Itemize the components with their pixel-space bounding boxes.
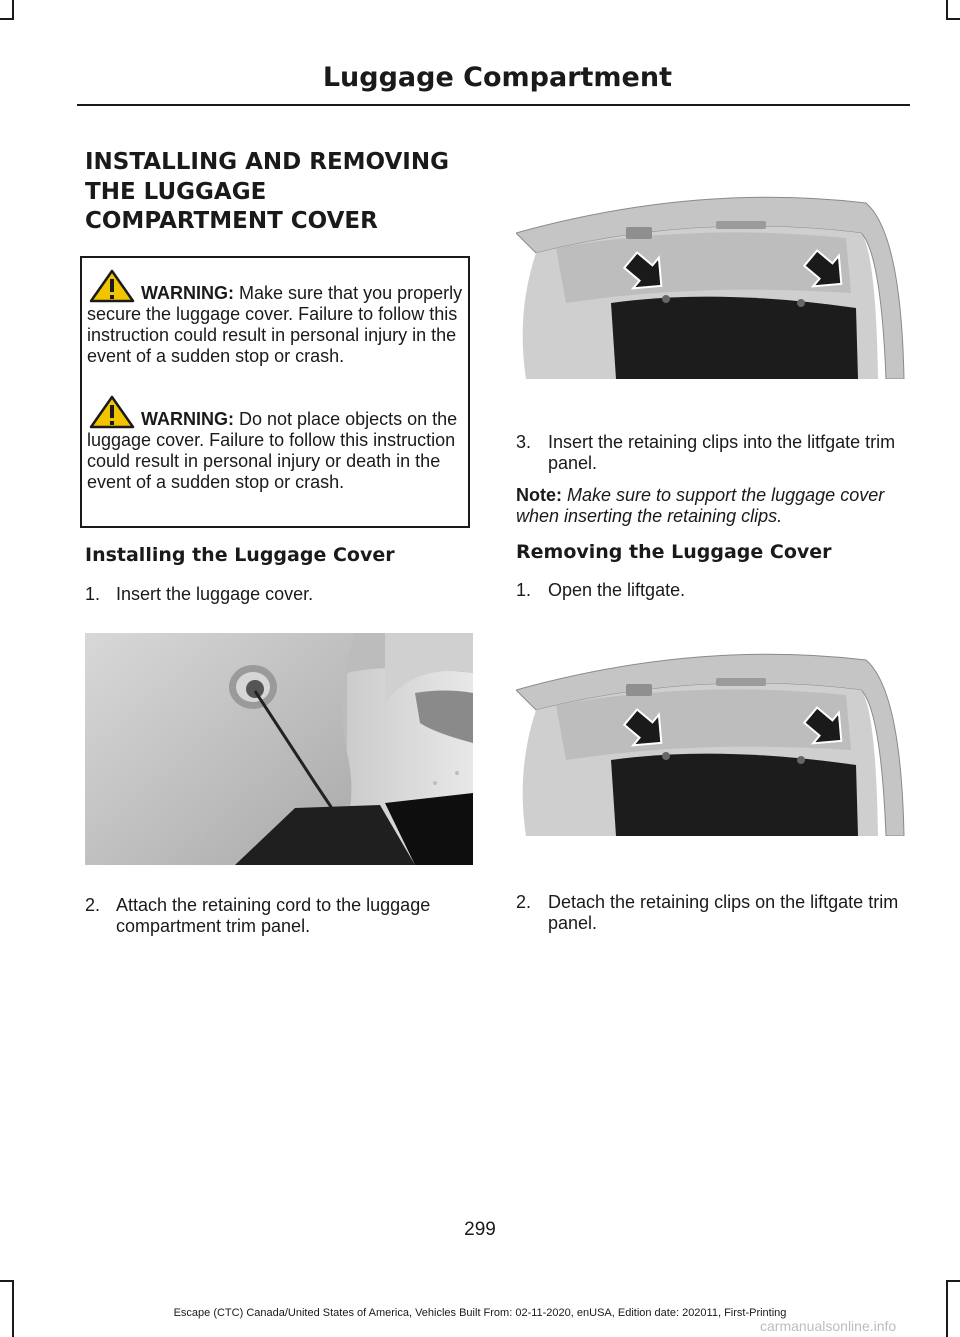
step-text: Attach the retaining cord to the luggage… — [116, 895, 431, 936]
watermark: carmanualsonline.info — [760, 1318, 897, 1334]
page-number: 299 — [464, 1219, 496, 1240]
remove-step-2: 2. Detach the retaining clips on the lif… — [516, 892, 906, 934]
figure-liftgate-insert-clips — [516, 193, 906, 379]
liftgate-illustration — [516, 650, 906, 836]
page-header-title: Luggage Compartment — [322, 62, 672, 93]
figure-retaining-cord — [85, 633, 473, 865]
step-number: 1. — [85, 584, 101, 604]
step-text: Detach the retaining clips on the liftga… — [548, 892, 899, 933]
removing-heading: Removing the Luggage Cover — [516, 541, 832, 563]
install-step-2: 2. Attach the retaining cord to the lugg… — [85, 895, 465, 937]
step-text: Open the liftgate. — [548, 580, 686, 600]
install-step-1: 1. Insert the luggage cover. — [85, 584, 465, 605]
crop-mark — [12, 0, 14, 20]
warning-triangle-icon — [89, 395, 135, 429]
arrow-icon — [802, 249, 843, 288]
warning-label: WARNING: — [141, 283, 234, 303]
note-label: Note: — [516, 485, 562, 505]
crop-mark — [0, 18, 14, 20]
arrow-icon — [802, 706, 843, 745]
step-number: 1. — [516, 580, 532, 600]
figure-liftgate-detach-clips — [516, 650, 906, 836]
footer-text: Escape (CTC) Canada/United States of Ame… — [173, 1307, 787, 1319]
header-rule — [77, 104, 910, 106]
crop-mark — [946, 0, 948, 20]
warning-label: WARNING: — [141, 409, 234, 429]
step-number: 2. — [85, 895, 101, 915]
section-title: INSTALLING AND REMOVING THE LUGGAGE COMP… — [85, 148, 475, 237]
warning-paragraph: WARNING: Do not place objects on the lug… — [87, 395, 467, 493]
liftgate-illustration — [516, 193, 906, 379]
note: Note: Make sure to support the luggage c… — [516, 485, 906, 527]
crop-mark — [946, 1280, 948, 1337]
warning-box: WARNING: Make sure that you properly sec… — [80, 256, 470, 528]
warning-triangle-icon — [89, 269, 135, 303]
section-title-line: INSTALLING AND REMOVING — [85, 149, 449, 175]
crop-mark — [946, 1280, 960, 1282]
crop-mark — [946, 18, 960, 20]
section-title-line: COMPARTMENT COVER — [85, 208, 378, 234]
retaining-cord-illustration — [85, 633, 473, 865]
arrow-icon — [622, 708, 663, 747]
warning-text: Do not place objects on the luggage cove… — [87, 409, 458, 492]
step-text: Insert the retaining clips into the litf… — [548, 432, 896, 473]
installing-heading: Installing the Luggage Cover — [85, 544, 395, 566]
section-title-line: THE LUGGAGE — [85, 178, 267, 205]
step-number: 2. — [516, 892, 532, 912]
note-text: Make sure to support the luggage cover w… — [516, 485, 885, 526]
arrow-icon — [622, 251, 663, 290]
warning-text: Make sure that you properly secure the l… — [87, 283, 463, 366]
step-text: Insert the luggage cover. — [116, 584, 314, 604]
remove-step-1: 1. Open the liftgate. — [516, 580, 906, 601]
step-number: 3. — [516, 432, 532, 452]
warning-paragraph: WARNING: Make sure that you properly sec… — [87, 269, 467, 367]
crop-mark — [12, 1280, 14, 1337]
crop-mark — [0, 1280, 14, 1282]
install-step-3: 3. Insert the retaining clips into the l… — [516, 432, 906, 474]
